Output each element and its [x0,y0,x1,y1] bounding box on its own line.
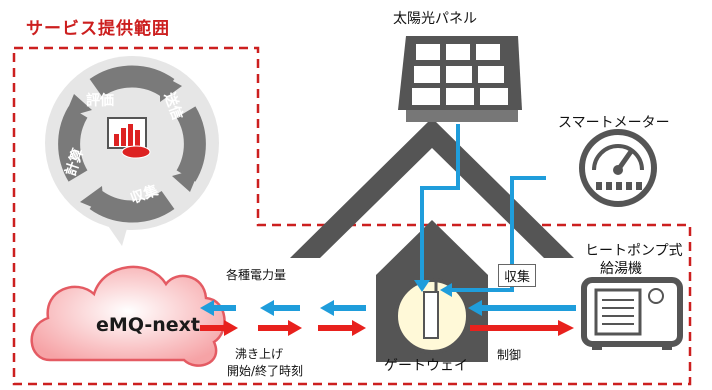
collect-label: 収集 [498,264,537,287]
boil-label-line2: 開始/終了時刻 [227,364,304,378]
emq-next-label: eMQ-next [96,314,200,336]
cycle-bubble [45,56,219,246]
chart-icon [107,117,147,149]
power-amount-label: 各種電力量 [226,268,287,282]
cycle-eval-label: 評価 [86,93,114,109]
boil-label-line1: 沸き上げ [235,347,284,361]
gateway-label: ゲートウェイ [384,358,468,374]
solar-data-line [420,124,460,282]
gateway-icon [394,278,470,354]
heat-pump-label-line2: 給湯機 [600,261,642,277]
smart-meter-icon [579,129,657,207]
service-range-boundary [12,46,692,386]
solar-panel-label: 太陽光パネル [393,11,477,27]
smart-meter-label: スマートメーター [558,115,670,131]
control-label: 制御 [497,348,522,362]
service-range-title: サービス提供範囲 [26,19,170,39]
pie-icon [121,145,151,159]
solar-panel [398,36,522,122]
blue-arrows-left [200,300,576,316]
red-arrows-right [200,320,574,336]
emq-cloud [30,265,226,367]
heat-pump-label-line1: ヒートポンプ式 [585,243,683,259]
heat-pump-icon [581,277,683,350]
meter-data-line [450,176,546,292]
